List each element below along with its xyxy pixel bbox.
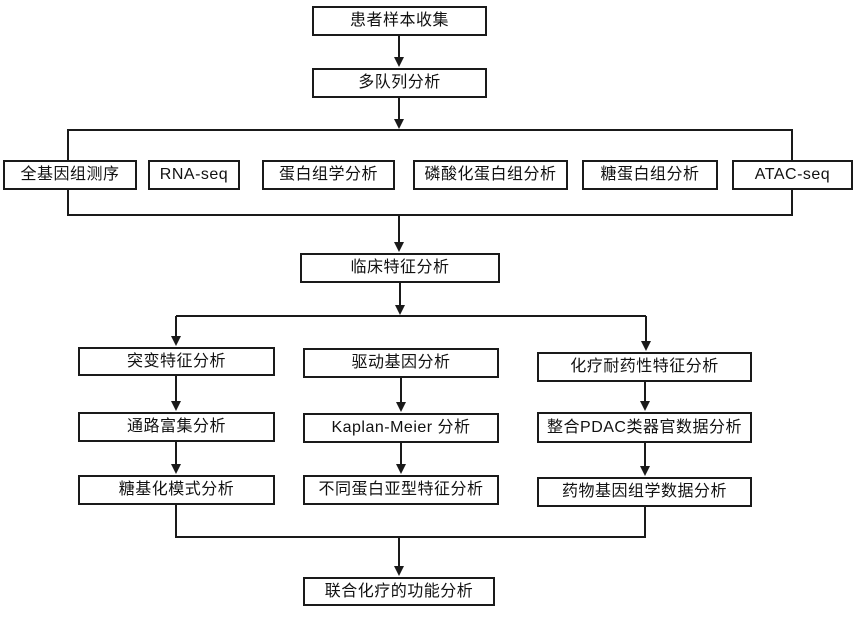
arrowhead-left-1-2 (171, 401, 181, 411)
arrowhead-frame-clinical (394, 242, 404, 252)
arrowhead-mid-1-2 (396, 402, 406, 412)
node-combination-chemo-function-analysis: 联合化疗的功能分析 (303, 577, 495, 606)
arrowhead-mid-2-3 (396, 464, 406, 474)
node-whole-genome-sequencing: 全基因组测序 (3, 160, 137, 190)
node-pharmacogenomics-data-analysis: 药物基因组学数据分析 (537, 477, 752, 507)
node-kaplan-meier-analysis: Kaplan-Meier 分析 (303, 413, 499, 443)
arrowhead-branch-right (641, 341, 651, 351)
node-patient-sample-collection: 患者样本收集 (312, 6, 487, 36)
node-pdac-organoid-data-integration: 整合PDAC类器官数据分析 (537, 412, 752, 443)
arrowhead-patient-cohort (394, 57, 404, 67)
node-proteomics-analysis: 蛋白组学分析 (262, 160, 395, 190)
arrowhead-right-1-2 (640, 401, 650, 411)
node-rna-seq: RNA-seq (148, 160, 240, 190)
arrowhead-cohort-frame (394, 119, 404, 129)
node-glycoproteomics-analysis: 糖蛋白组分析 (582, 160, 718, 190)
node-chemoresistance-feature-analysis: 化疗耐药性特征分析 (537, 352, 752, 382)
node-atac-seq: ATAC-seq (732, 160, 853, 190)
node-driver-gene-analysis: 驱动基因分析 (303, 348, 499, 378)
node-clinical-feature-analysis: 临床特征分析 (300, 253, 500, 283)
arrowhead-branch-left (171, 336, 181, 346)
node-multi-cohort-analysis: 多队列分析 (312, 68, 487, 98)
node-protein-subtype-feature-analysis: 不同蛋白亚型特征分析 (303, 475, 499, 505)
node-pathway-enrichment-analysis: 通路富集分析 (78, 412, 275, 442)
node-phosphoproteomics-analysis: 磷酸化蛋白组分析 (413, 160, 568, 190)
node-mutation-signature-analysis: 突变特征分析 (78, 347, 275, 376)
arrowhead-right-2-3 (640, 466, 650, 476)
arrowhead-clinical-branch (395, 305, 405, 315)
arrowhead-left-2-3 (171, 464, 181, 474)
node-glycosylation-pattern-analysis: 糖基化模式分析 (78, 475, 275, 505)
arrowheads (171, 57, 651, 576)
arrowhead-collect-final (394, 566, 404, 576)
